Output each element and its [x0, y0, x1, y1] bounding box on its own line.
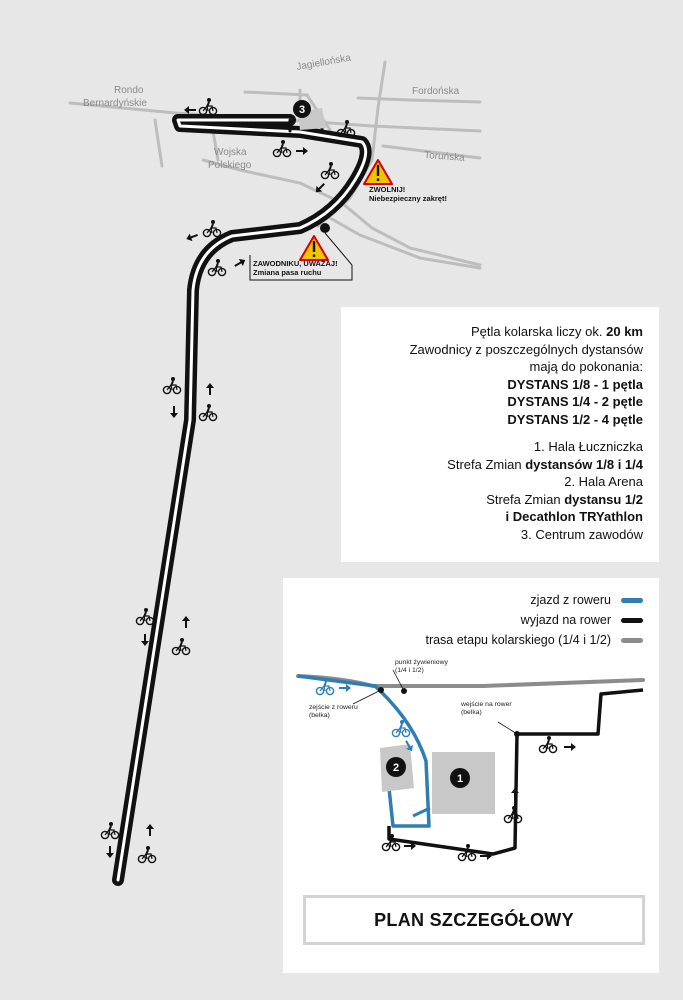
location-1-sub: Strefa Zmian dystansów 1/8 i 1/4 — [447, 456, 643, 472]
street-label-rondo-2: Bernardyńskie — [83, 98, 147, 109]
info-panel: Pętla kolarska liczy ok. 20 km Zawodnicy… — [341, 307, 659, 562]
location-2: 2. Hala Arena — [564, 474, 643, 489]
loop-length-value: 20 km — [606, 324, 643, 339]
cyclist-icon — [135, 607, 155, 626]
warning-text-zawodniku: ZAWODNIKU, UWAŻAJ! — [253, 259, 338, 268]
arrow-up-right-icon — [231, 255, 249, 271]
legend-item-cycling-stage: trasa etapu kolarskiego (1/4 i 1/2) — [425, 632, 643, 648]
marker-label-2: 2 — [393, 762, 399, 774]
label-zejscie: zejście z roweru — [309, 704, 358, 711]
label-zejscie-sub: (belka) — [309, 712, 330, 719]
distance-1-2: DYSTANS 1/2 - 4 pętle — [507, 411, 643, 427]
cyclist-icon — [100, 821, 120, 840]
location-1: 1. Hala Łuczniczka — [533, 439, 643, 454]
cyclist-icon — [272, 139, 292, 158]
cyclist-icon — [207, 258, 227, 277]
legend-swatch-gray — [621, 637, 643, 643]
label-punkt: punkt żywieniowy — [395, 659, 448, 666]
warning-text-zakret: Niebezpieczny zakręt! — [369, 194, 447, 203]
distance-1-8: DYSTANS 1/8 - 1 pętla — [507, 376, 643, 392]
cyclist-icon — [381, 833, 401, 852]
arrow-down-left-icon — [183, 230, 201, 244]
centrum-zawodow-marker: 3 — [293, 100, 326, 130]
loop-length-line: Pętla kolarska liczy ok. 20 km — [471, 324, 643, 339]
street-label-fordonska: Fordońska — [412, 86, 460, 97]
arrow-up-icon — [181, 615, 191, 629]
detail-map: 2 1 punkt żywieniowy (1/4 i 1/2) zejście… — [296, 659, 645, 862]
label-wejscie: wejście na rower — [460, 701, 512, 708]
arrow-down-icon — [140, 633, 150, 647]
cyclist-icon — [198, 403, 218, 422]
arrow-right-icon — [338, 683, 352, 693]
label-wejscie-sub: (belka) — [461, 709, 482, 716]
cyclist-icon — [137, 845, 157, 864]
info-line: mają do pokonania: — [529, 359, 643, 374]
cyclist-icon — [503, 805, 523, 824]
street-labels: Jagiellońska Fordońska Rondo Bernardyńsk… — [83, 52, 465, 171]
arrow-up-icon — [510, 787, 520, 801]
legend-item-dismount: zjazd z roweru — [530, 592, 643, 608]
arrow-up-icon — [205, 382, 215, 396]
arrow-right-icon — [563, 742, 577, 752]
street-label-wojska-1: Wojska — [214, 147, 247, 158]
lane-change-point — [320, 223, 330, 233]
street-label-wojska-2: Polskiego — [208, 160, 252, 171]
street-label-torunska: Toruńska — [424, 150, 466, 164]
distance-1-4: DYSTANS 1/4 - 2 pętle — [507, 394, 643, 409]
warning-lane-change: ZAWODNIKU, UWAŻAJ! Zmiana pasa ruchu — [253, 235, 338, 277]
cyclist-icon — [198, 97, 218, 116]
warning-text-zmiana-pasa: Zmiana pasa ruchu — [253, 268, 322, 277]
warning-text-zwolnij: ZWOLNIJ! — [369, 185, 405, 194]
label-punkt-sub: (1/4 i 1/2) — [395, 667, 424, 674]
legend-item-mount: wyjazd na rower — [521, 612, 643, 628]
legend-swatch-blue — [621, 597, 643, 603]
lane-change-callout — [249, 232, 353, 281]
arrow-up-icon — [145, 823, 155, 837]
plan-title: PLAN SZCZEGÓŁOWY — [303, 895, 645, 945]
cyclist-icon — [202, 219, 222, 238]
info-line: Zawodnicy z poszczególnych dystansów — [409, 341, 643, 357]
arrow-down-icon — [169, 405, 179, 419]
cyclist-icon — [538, 735, 558, 754]
marker-label-1: 1 — [457, 773, 463, 785]
marker-label-3: 3 — [299, 104, 305, 116]
cyclist-icon — [320, 161, 340, 180]
location-2-sub2: i Decathlon TRYathlon — [505, 509, 643, 524]
cyclist-icon — [162, 376, 182, 395]
location-2-sub: Strefa Zmian dystansu 1/2 — [486, 491, 643, 507]
location-3: 3. Centrum zawodów — [520, 526, 643, 542]
warning-sharp-turn: ZWOLNIJ! Niebezpieczny zakręt! — [363, 159, 447, 203]
arrow-down-icon — [105, 845, 115, 859]
street-label-jagiellonska: Jagiellońska — [296, 52, 353, 72]
legend-swatch-black — [621, 617, 643, 623]
street-label-rondo-1: Rondo — [114, 85, 144, 96]
cyclist-icon — [171, 637, 191, 656]
arrow-right-icon — [295, 146, 309, 156]
